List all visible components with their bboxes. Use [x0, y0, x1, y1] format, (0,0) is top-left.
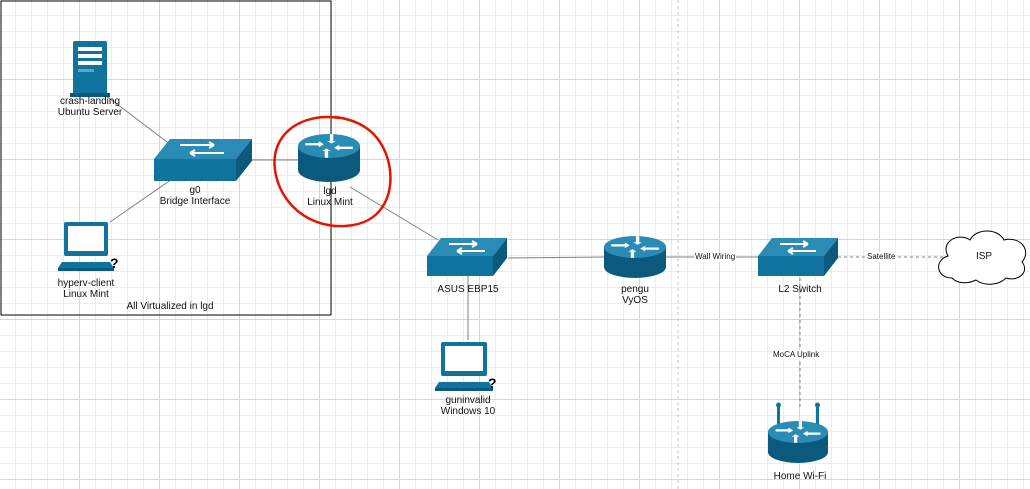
link-crash-landing-g0 — [104, 94, 176, 149]
router-icon[interactable] — [604, 236, 666, 278]
wall-wiring-label: Wall Wiring — [694, 252, 737, 262]
switch-icon[interactable] — [154, 139, 252, 181]
switch-icon[interactable] — [427, 238, 507, 276]
router-icon[interactable] — [298, 134, 360, 182]
homewifi-label: Home Wi-Fi — [773, 471, 827, 482]
asus-label: ASUS EBP15 — [437, 284, 499, 295]
group-label: All Virtualized in lgd — [126, 301, 214, 312]
cloud-icon[interactable] — [938, 230, 1027, 285]
link-lgd-asus — [349, 186, 439, 241]
server-icon[interactable] — [70, 41, 110, 97]
highlight-circle — [273, 115, 392, 228]
workstation-icon[interactable]: ? — [58, 222, 119, 271]
link-hyperv-client-g0 — [109, 174, 179, 223]
switch-icon[interactable] — [758, 238, 838, 276]
wireless-router-icon[interactable] — [768, 402, 828, 464]
svg-text:?: ? — [488, 375, 497, 391]
isp-label: ISP — [975, 251, 993, 262]
workstation-icon[interactable]: ? — [435, 342, 497, 391]
l2switch-label: L2 Switch — [778, 284, 822, 295]
moca-uplink-label: MoCA Uplink — [772, 350, 821, 360]
svg-text:?: ? — [110, 255, 119, 271]
satellite-label: Satellite — [866, 252, 897, 262]
link-asus-pengu — [507, 256, 605, 259]
